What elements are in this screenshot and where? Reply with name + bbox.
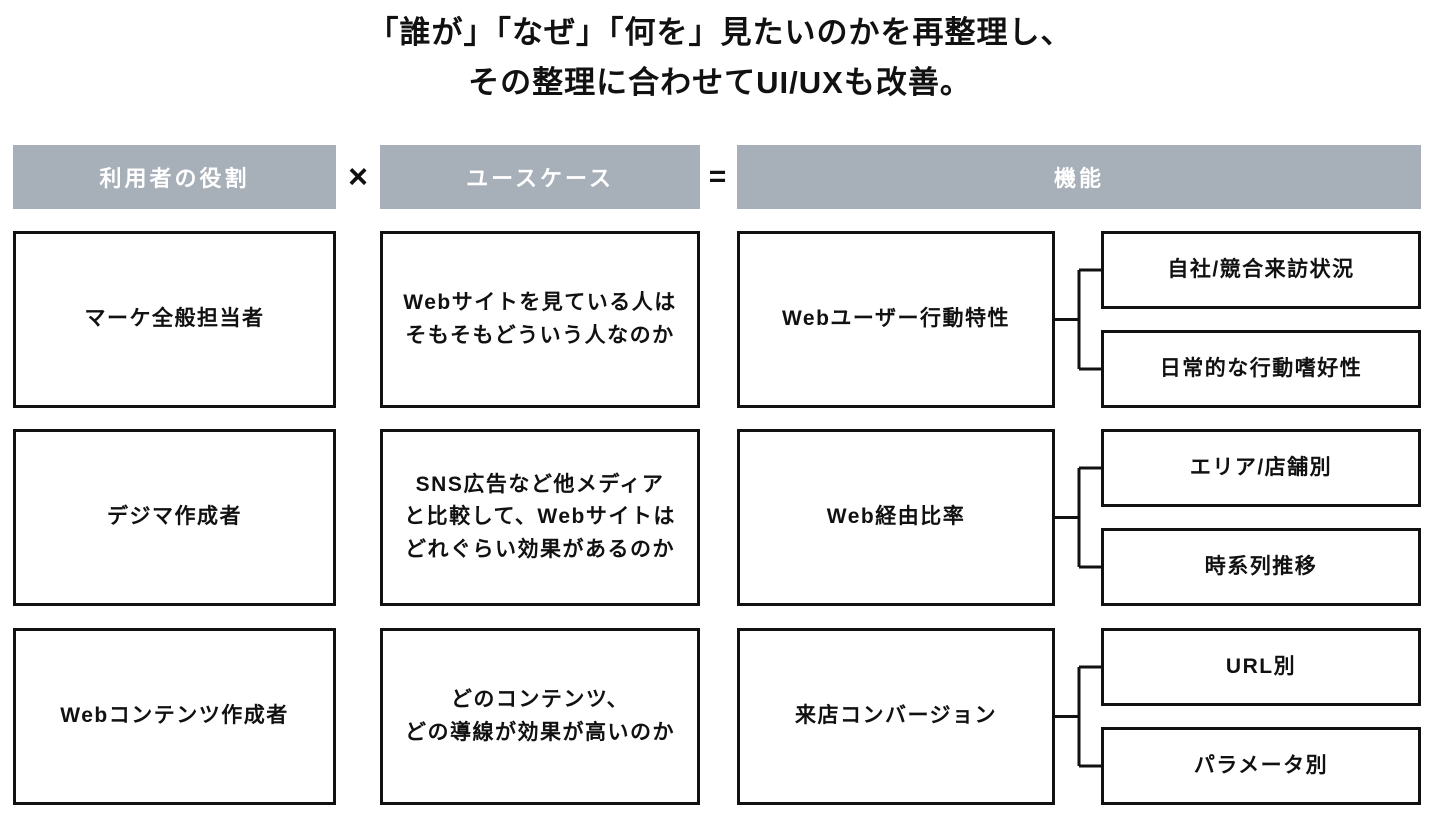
feature-group: 来店コンバージョン URL別 パラメータ別: [737, 628, 1421, 805]
column-header-roles: 利用者の役割: [13, 145, 336, 209]
feature-group: Web経由比率 エリア/店舗別 時系列推移: [737, 429, 1421, 606]
subfeature-label: エリア/店舗別: [1189, 455, 1333, 479]
role-box: デジマ作成者: [13, 429, 336, 606]
feature-box: Webユーザー行動特性: [737, 231, 1055, 408]
role-box: マーケ全般担当者: [13, 231, 336, 408]
feature-box: 来店コンバージョン: [737, 628, 1055, 805]
role-label: デジマ作成者: [107, 505, 242, 529]
multiply-symbol: ×: [348, 157, 368, 196]
diagram-row: Webコンテンツ作成者 どのコンテンツ、 どの導線が効果が高いのか 来店コンバー…: [0, 628, 1440, 805]
role-label: マーケ全般担当者: [84, 307, 265, 331]
role-box: Webコンテンツ作成者: [13, 628, 336, 805]
usecase-box: どのコンテンツ、 どの導線が効果が高いのか: [380, 628, 700, 805]
subfeature-box-bottom: パラメータ別: [1101, 727, 1421, 805]
feature-label: Webユーザー行動特性: [781, 307, 1011, 331]
subfeature-label: 日常的な行動嗜好性: [1159, 356, 1363, 380]
subfeature-box-top: 自社/競合来訪状況: [1101, 231, 1421, 309]
usecase-label: Webサイトを見ている人は そもそもどういう人なのか: [403, 290, 677, 347]
column-header-features: 機能: [737, 145, 1421, 209]
branch-connector: [1055, 268, 1101, 371]
subfeature-box-top: エリア/店舗別: [1101, 429, 1421, 507]
subfeature-label: 自社/競合来訪状況: [1167, 257, 1355, 281]
branch-connector: [1055, 466, 1101, 569]
usecase-label: どのコンテンツ、 どの導線が効果が高いのか: [405, 687, 675, 744]
title-line-2: その整理に合わせてUI/UXも改善。: [468, 65, 972, 100]
page-title: 「誰が」「なぜ」「何を」見たいのかを再整理し、 その整理に合わせてUI/UXも改…: [0, 8, 1440, 108]
feature-box: Web経由比率: [737, 429, 1055, 606]
subfeature-box-bottom: 時系列推移: [1101, 528, 1421, 606]
diagram-row: マーケ全般担当者 Webサイトを見ている人は そもそもどういう人なのか Webユ…: [0, 231, 1440, 408]
subfeature-label: パラメータ別: [1193, 753, 1329, 777]
usecase-label: SNS広告など他メディア と比較して、Webサイトは どれぐらい効果があるのか: [404, 472, 676, 561]
subfeature-box-bottom: 日常的な行動嗜好性: [1101, 330, 1421, 408]
subfeature-label: URL別: [1225, 654, 1297, 678]
branch-connector: [1055, 665, 1101, 768]
column-header-usecases: ユースケース: [380, 145, 700, 209]
feature-label: Web経由比率: [826, 505, 966, 529]
feature-label: 来店コンバージョン: [794, 704, 998, 728]
title-line-1: 「誰が」「なぜ」「何を」見たいのかを再整理し、: [367, 15, 1073, 50]
usecase-box: SNS広告など他メディア と比較して、Webサイトは どれぐらい効果があるのか: [380, 429, 700, 606]
subfeature-box-top: URL別: [1101, 628, 1421, 706]
equals-symbol: =: [708, 160, 727, 193]
usecase-box: Webサイトを見ている人は そもそもどういう人なのか: [380, 231, 700, 408]
subfeature-label: 時系列推移: [1204, 554, 1318, 578]
role-label: Webコンテンツ作成者: [60, 704, 289, 728]
diagram-row: デジマ作成者 SNS広告など他メディア と比較して、Webサイトは どれぐらい効…: [0, 429, 1440, 606]
feature-group: Webユーザー行動特性 自社/競合来訪状況 日常的な行動嗜好性: [737, 231, 1421, 408]
